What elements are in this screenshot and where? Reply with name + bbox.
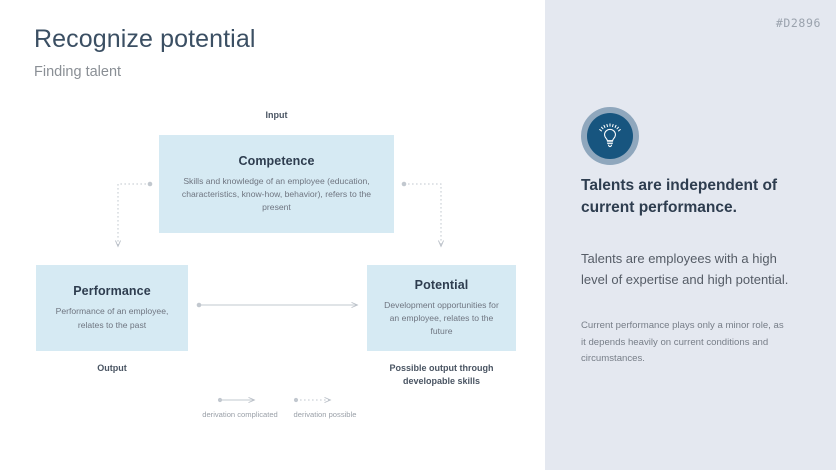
box-potential[interactable]: Potential Development opportunities for … (367, 265, 516, 351)
box-performance[interactable]: Performance Performance of an employee, … (36, 265, 188, 351)
sidebar-note-text: Current performance plays only a minor r… (581, 320, 784, 364)
page-subtitle: Finding talent (34, 64, 122, 80)
lightbulb-icon-ring (581, 107, 639, 165)
sidebar-panel: #D2896 (545, 0, 836, 470)
legend-dotted-arrow-art (293, 398, 330, 402)
sidebar-heading: Talents are independent of current perfo… (581, 177, 778, 216)
box-competence-title: Competence (238, 153, 315, 168)
legend-item-derivation-complicated: derivation complicated (200, 392, 280, 420)
legend-item-derivation-possible: derivation possible (285, 392, 365, 420)
connector-competence-to-performance (118, 181, 153, 246)
caption-possible-output: Possible output through developable skil… (389, 363, 494, 386)
triangle-relationship-diagram: Input Competence Skills and knowledge of… (0, 110, 545, 470)
diagram-legend: derivation complicated derivation possib… (200, 392, 375, 432)
diagram-connectors (0, 181, 545, 470)
caption-output: Output (97, 363, 127, 373)
box-potential-description: Development opportunities for an employe… (384, 299, 499, 337)
sidebar-body-text: Talents are employees with a high level … (581, 251, 789, 288)
box-competence-description: Skills and knowledge of an employee (edu… (181, 175, 372, 213)
legend-solid-arrow-icon (200, 392, 280, 400)
legend-dotted-arrow-icon (285, 392, 365, 400)
page-title: Recognize potential (34, 25, 256, 53)
main-content-area: Recognize potential Finding talent (0, 25, 545, 470)
connector-competence-to-potential (401, 181, 441, 246)
box-performance-description: Performance of an employee, relates to t… (55, 306, 169, 330)
box-performance-title: Performance (73, 284, 151, 299)
box-potential-title: Potential (414, 277, 469, 292)
box-competence[interactable]: Competence Skills and knowledge of an em… (159, 135, 394, 233)
lightbulb-glyph (599, 123, 621, 148)
legend-item-label: derivation complicated (202, 410, 278, 419)
legend-solid-arrow-art (217, 398, 254, 402)
legend-item-label: derivation possible (293, 410, 357, 419)
lightbulb-icon (587, 113, 633, 159)
connector-performance-to-potential (196, 303, 357, 308)
caption-input: Input (265, 110, 288, 120)
slide-code-label: #D2896 (775, 16, 821, 30)
